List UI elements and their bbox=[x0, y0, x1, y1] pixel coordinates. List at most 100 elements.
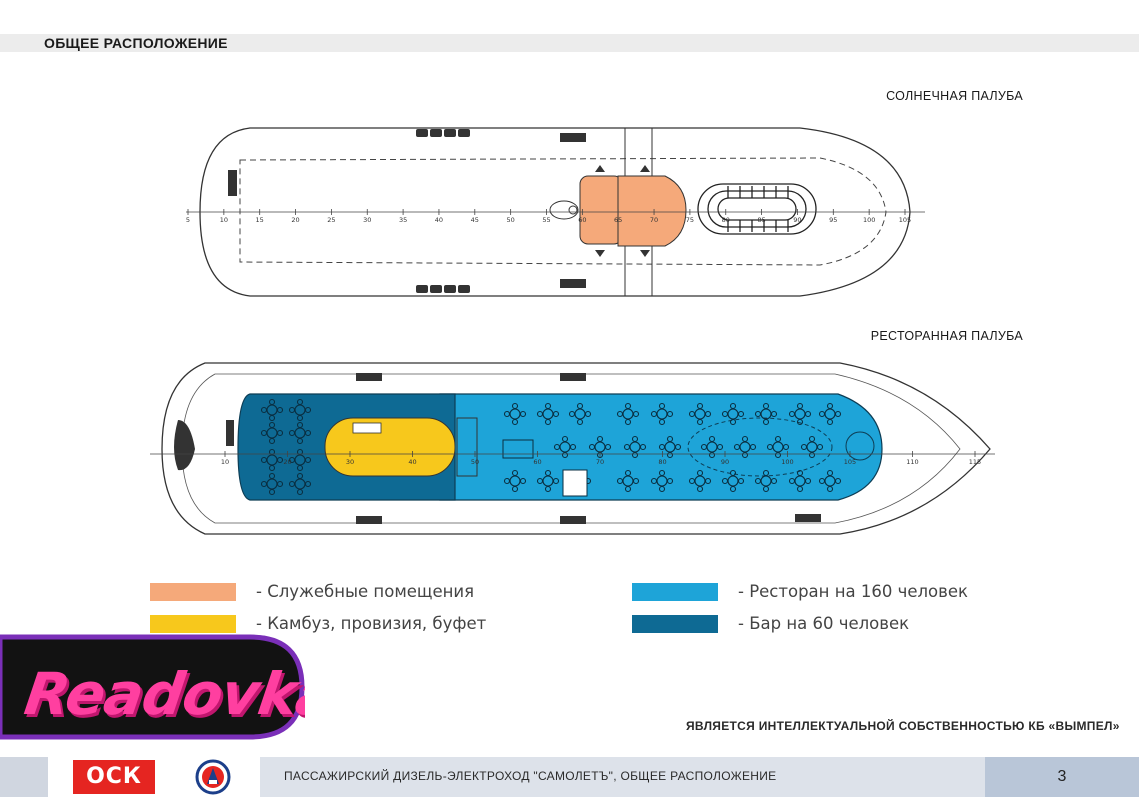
footer-logos: ОСК bbox=[48, 757, 260, 797]
page-number: 3 bbox=[1057, 768, 1067, 785]
galley-zone bbox=[324, 417, 456, 477]
rest-frame-label: 110 bbox=[906, 458, 918, 466]
rest-frame-label: 50 bbox=[471, 458, 479, 466]
restaurant-deck-hull bbox=[161, 362, 991, 535]
sun-frame-label: 55 bbox=[542, 216, 550, 224]
table-group bbox=[288, 472, 312, 496]
rest-frame-label: 115 bbox=[969, 458, 981, 466]
legend-label-bar: - Бар на 60 человек bbox=[738, 614, 910, 633]
legend-label-service: - Служебные помещения bbox=[256, 582, 475, 601]
rest-frame-label: 90 bbox=[721, 458, 729, 466]
table-group bbox=[658, 435, 682, 459]
table-group bbox=[800, 435, 824, 459]
rest-frame-label: 105 bbox=[844, 458, 856, 466]
sun-deck-wheelhouse bbox=[617, 175, 687, 247]
header-bar bbox=[0, 34, 1139, 52]
legend-swatch-restaurant bbox=[632, 582, 718, 601]
sun-frame-label: 25 bbox=[327, 216, 335, 224]
table-group bbox=[818, 469, 842, 493]
rest-frame-label: 10 bbox=[221, 458, 229, 466]
sun-frame-label: 45 bbox=[471, 216, 479, 224]
rest-frame-label: 100 bbox=[781, 458, 793, 466]
sun-deck-plan: 5 10 15 20 25 30 35 40 45 50 55 60 65 70 75 80 85 90 95 100… bbox=[186, 127, 925, 297]
table-group bbox=[260, 398, 284, 422]
page-number-box: 3 bbox=[985, 757, 1139, 797]
sun-frame-label: 95 bbox=[829, 216, 837, 224]
sun-frame-label: 105 bbox=[899, 216, 911, 224]
sun-frame-label: 80 bbox=[722, 216, 730, 224]
restaurant-tables bbox=[260, 398, 842, 496]
table-group bbox=[616, 469, 640, 493]
sun-frame-label: 75 bbox=[686, 216, 694, 224]
sun-frame-label: 35 bbox=[399, 216, 407, 224]
sun-deck-seating-ring bbox=[697, 183, 817, 235]
table-group bbox=[700, 435, 724, 459]
sun-frame-label: 15 bbox=[256, 216, 264, 224]
table-group bbox=[536, 469, 560, 493]
footer-caption: ПАССАЖИРСКИЙ ДИЗЕЛЬ-ЭЛЕКТРОХОД "САМОЛЕТЪ… bbox=[284, 769, 777, 783]
sun-frame-label: 40 bbox=[435, 216, 443, 224]
sun-deck-service-room bbox=[579, 175, 623, 245]
table-group bbox=[766, 435, 790, 459]
sun-frame-label: 90 bbox=[793, 216, 801, 224]
footer: ОСК ПАССАЖИРСКИЙ ДИЗЕЛЬ-ЭЛЕКТРОХОД "САМО… bbox=[0, 757, 1139, 797]
sun-frame-label: 30 bbox=[363, 216, 371, 224]
svg-text:Readovka: Readovka bbox=[21, 660, 305, 728]
table-group bbox=[623, 435, 647, 459]
table-group bbox=[721, 402, 745, 426]
page-title: ОБЩЕЕ РАСПОЛОЖЕНИЕ bbox=[44, 35, 228, 51]
legend-item-restaurant: - Ресторан на 160 человек bbox=[632, 582, 968, 601]
table-group bbox=[650, 402, 674, 426]
table-group bbox=[503, 469, 527, 493]
legend-item-bar: - Бар на 60 человек bbox=[632, 614, 909, 633]
sun-deck-hull bbox=[199, 127, 911, 297]
table-group bbox=[754, 402, 778, 426]
table-group bbox=[288, 448, 312, 472]
table-group bbox=[616, 402, 640, 426]
table-group bbox=[754, 469, 778, 493]
table-group bbox=[788, 402, 812, 426]
table-group bbox=[260, 472, 284, 496]
sun-frame-label: 70 bbox=[650, 216, 658, 224]
rest-frame-label: 20 bbox=[283, 458, 291, 466]
sun-frame-label: 20 bbox=[291, 216, 299, 224]
legend-swatch-bar bbox=[632, 614, 718, 633]
table-group bbox=[568, 402, 592, 426]
rest-frame-label: 30 bbox=[346, 458, 354, 466]
sun-frame-label: 100 bbox=[863, 216, 875, 224]
rest-frame-label: 60 bbox=[533, 458, 541, 466]
legend-item-galley: - Камбуз, провизия, буфет bbox=[150, 614, 486, 633]
sun-deck-frame-scale: 5 10 15 20 25 30 35 40 45 50 55 60 65 70 75 80 85 90 95 100… bbox=[186, 209, 911, 224]
sun-deck-label: СОЛНЕЧНАЯ ПАЛУБА bbox=[886, 89, 1023, 103]
table-group bbox=[288, 398, 312, 422]
table-group bbox=[721, 469, 745, 493]
sun-frame-label: 50 bbox=[507, 216, 515, 224]
table-group bbox=[688, 402, 712, 426]
sun-frame-label: 60 bbox=[578, 216, 586, 224]
table-group bbox=[818, 402, 842, 426]
table-group bbox=[288, 421, 312, 445]
svg-text:Readovka: Readovka bbox=[23, 663, 305, 731]
ip-notice: ЯВЛЯЕТСЯ ИНТЕЛЛЕКТУАЛЬНОЙ СОБСТВЕННОСТЬЮ… bbox=[686, 719, 1120, 733]
legend-label-galley: - Камбуз, провизия, буфет bbox=[256, 614, 487, 633]
table-group bbox=[553, 435, 577, 459]
footer-left-block bbox=[0, 757, 48, 797]
sun-frame-label: 85 bbox=[757, 216, 765, 224]
legend-swatch-service bbox=[150, 582, 236, 601]
table-group bbox=[733, 435, 757, 459]
sun-frame-label: 65 bbox=[614, 216, 622, 224]
restaurant-hall-zone bbox=[439, 393, 883, 501]
sun-deck-loungers-top bbox=[416, 129, 586, 142]
table-group bbox=[788, 469, 812, 493]
table-group bbox=[536, 402, 560, 426]
legend-item-service: - Служебные помещения bbox=[150, 582, 474, 601]
sun-deck-loungers-bottom bbox=[416, 279, 586, 293]
table-group bbox=[260, 421, 284, 445]
restaurant-deck-benches bbox=[226, 373, 821, 524]
table-group bbox=[650, 469, 674, 493]
table-group bbox=[503, 402, 527, 426]
sun-frame-label: 10 bbox=[220, 216, 228, 224]
sun-frame-label: 5 bbox=[186, 216, 190, 224]
